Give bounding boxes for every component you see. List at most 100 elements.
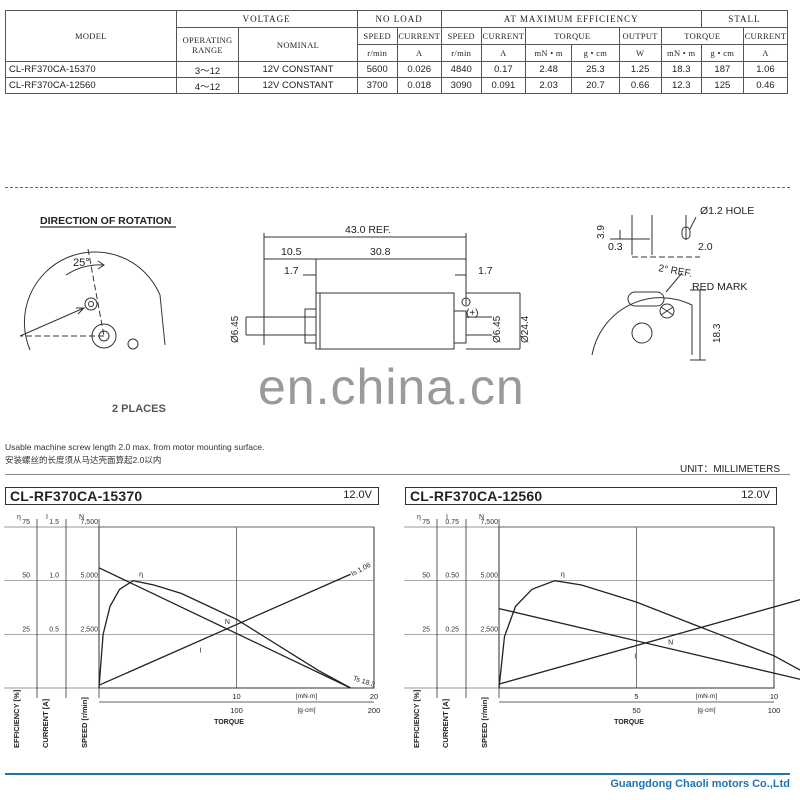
direction-title: DIRECTION OF ROTATION <box>40 215 171 227</box>
model-cell: CL-RF370CA-15370 <box>5 61 177 78</box>
st-current-cell: 1.06 <box>742 61 789 78</box>
nominal-header: NOMINAL <box>238 27 358 62</box>
efficiency-tick-label: 50 <box>22 573 30 580</box>
series-speed-line <box>98 567 351 689</box>
dim-1-7-left: 1.7 <box>284 265 299 277</box>
current-tick-label: 0.75 <box>445 519 459 526</box>
stall-current-label: Is 1.06 <box>350 562 372 578</box>
dim-6-45-right: Ø6.45 <box>492 315 503 343</box>
current-axis-label: CURRENT [A] <box>441 698 450 748</box>
chart1-header: CL-RF370CA-15370 12.0V <box>5 487 379 505</box>
current-tick-label: 0.5 <box>49 626 59 633</box>
unit-mnm: mN • m <box>524 44 573 62</box>
rear-view <box>591 215 706 361</box>
angle-2-ref: 2° REF. <box>657 263 692 280</box>
current-series-label: I <box>634 654 636 661</box>
efficiency-axis-symbol: η <box>17 514 21 521</box>
x-tick-label: 50 <box>632 706 640 715</box>
speed-tick-label: 2,500 <box>80 626 98 633</box>
series-speed-line <box>498 607 800 680</box>
me-current-cell: 0.17 <box>480 61 527 78</box>
screw-note-cn: 安装螺丝的长度须从马达壳面算起2.0以内 <box>5 455 162 465</box>
me-torque-mnm-cell: 2.03 <box>524 77 573 94</box>
red-mark-label: RED MARK <box>692 281 747 293</box>
series-efficiency-line <box>98 580 351 689</box>
speed-axis-symbol: N <box>479 514 484 521</box>
chart2-title: CL-RF370CA-12560 <box>410 488 543 504</box>
nl-current-cell: 0.026 <box>396 61 442 78</box>
x-tick-label: 100 <box>768 706 781 715</box>
x-tick-label: 5 <box>634 692 638 701</box>
nl-current-cell: 0.018 <box>396 77 442 94</box>
table-row: CL-RF370CA-12560 4～12 12V CONSTANT 3700 … <box>5 77 789 94</box>
current-axis-symbol: I <box>446 514 448 521</box>
series-current-line <box>498 599 800 685</box>
front-view <box>19 226 176 351</box>
side-view <box>245 233 521 350</box>
dim-6-45-left: Ø6.45 <box>230 315 241 343</box>
efficiency-axis-label: EFFICIENCY [%] <box>12 689 21 748</box>
dim-30-8: 30.8 <box>370 246 391 258</box>
range-cell: 4～12 <box>175 77 240 94</box>
no-load-header: NO LOAD <box>356 10 442 28</box>
unit-a: A <box>480 44 527 62</box>
max-efficiency-header: AT MAXIMUM EFFICIENCY <box>440 10 702 28</box>
dim-3-9: 3.9 <box>596 225 607 239</box>
current-tick-label: 0.50 <box>445 573 459 580</box>
dim-10-5: 10.5 <box>281 246 302 258</box>
nominal-cell: 12V CONSTANT <box>238 61 358 78</box>
efficiency-axis-symbol: η <box>417 514 421 521</box>
me-speed-cell: 4840 <box>440 61 482 78</box>
current-tick-label: 1.5 <box>49 519 59 526</box>
dim-1-7-right: 1.7 <box>478 265 493 277</box>
st-torque-mnm-cell: 18.3 <box>660 61 702 78</box>
x-axis-label: TORQUE <box>614 719 644 726</box>
places-label: 2 PLACES <box>112 403 166 415</box>
stall-header: STALL <box>700 10 789 28</box>
efficiency-series-label: η <box>561 572 565 579</box>
x-tick-label: 20 <box>370 692 378 701</box>
efficiency-tick-label: 25 <box>22 626 30 633</box>
st-current-cell: 0.46 <box>742 77 789 94</box>
dim-0-3: 0.3 <box>608 241 623 253</box>
x-axis-label: TORQUE <box>214 719 244 726</box>
dim-43: 43.0 REF. <box>345 224 391 236</box>
me-torque-gcm-cell: 25.3 <box>571 61 620 78</box>
table-row: CL-RF370CA-15370 3～12 12V CONSTANT 5600 … <box>5 61 789 78</box>
speed-axis-label: SPEED [r/min] <box>480 697 489 748</box>
company-name: Guangdong Chaoli motors Co.,Ltd <box>610 778 790 790</box>
stall-torque-label: Ts 18.3 <box>352 675 376 689</box>
me-output-header: OUTPUT <box>618 27 662 45</box>
speed-tick-label: 7,500 <box>480 519 498 526</box>
dim-18-3: 18.3 <box>712 323 723 343</box>
me-output-cell: 1.25 <box>618 61 662 78</box>
unit-a: A <box>396 44 442 62</box>
st-torque-gcm-cell: 187 <box>700 61 744 78</box>
x-tick-label: 10 <box>770 692 778 701</box>
me-current-header: CURRENT <box>480 27 527 45</box>
x-unit-bottom: [g·cm] <box>297 707 315 714</box>
speed-series-label: N <box>668 639 673 646</box>
chart2-header: CL-RF370CA-12560 12.0V <box>405 487 777 505</box>
section-divider <box>5 187 790 188</box>
unit-rmin: r/min <box>356 44 398 62</box>
model-header: MODEL <box>5 10 177 62</box>
x-unit-bottom: [g·cm] <box>697 707 715 714</box>
chart1-title: CL-RF370CA-15370 <box>10 488 143 504</box>
model-cell: CL-RF370CA-12560 <box>5 77 177 94</box>
current-axis-symbol: I <box>46 514 48 521</box>
footer-divider <box>5 773 790 775</box>
efficiency-axis-label: EFFICIENCY [%] <box>412 689 421 748</box>
current-axis-label: CURRENT [A] <box>41 698 50 748</box>
speed-axis-label: SPEED [r/min] <box>80 697 89 748</box>
nl-current-header: CURRENT <box>396 27 442 45</box>
nl-speed-header: SPEED <box>356 27 398 45</box>
speed-axis-symbol: N <box>79 514 84 521</box>
operating-range-header: OPERATING RANGE <box>175 27 240 62</box>
me-speed-cell: 3090 <box>440 77 482 94</box>
voltage-header: VOLTAGE <box>175 10 358 28</box>
speed-tick-label: 5,000 <box>480 573 498 580</box>
series-current-line <box>98 573 351 686</box>
